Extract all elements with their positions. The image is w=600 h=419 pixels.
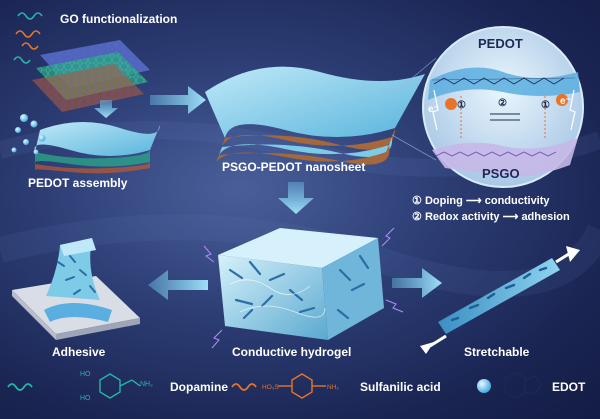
svg-text:HO: HO [80, 371, 91, 378]
mechanism-line-1: ① Doping ⟶ conductivity [412, 194, 550, 207]
line1-marker: ① [412, 195, 422, 207]
line2-adhesion: adhesion [521, 211, 570, 223]
edot-beads [11, 114, 46, 155]
arrow-down-assembly [94, 100, 118, 118]
legend-sulfanilic-structure-icon: HO₃S NH₂ [262, 373, 339, 399]
legend-dopamine-structure-icon: HO HO NH₂ [80, 371, 153, 402]
svg-text:HO₃S: HO₃S [262, 384, 279, 391]
line1-conductivity: conductivity [484, 195, 550, 207]
mechanism-line-2: ② Redox activity ⟶ adhesion [412, 210, 570, 223]
label-stretchable: Stretchable [464, 345, 530, 359]
label-pedot: PEDOT [478, 36, 523, 51]
svg-text:NH₂: NH₂ [327, 384, 339, 391]
electron-right: e⁻ [560, 96, 571, 107]
label-conductive-hydrogel: Conductive hydrogel [232, 345, 352, 359]
go-stack-illustration [13, 12, 150, 112]
svg-text:NH₂: NH₂ [140, 381, 153, 388]
arrow-to-adhesive [148, 270, 208, 300]
marker-step2: ② [498, 98, 507, 109]
stretch-arrow-up-icon [566, 246, 580, 262]
label-go-functionalization: GO functionalization [60, 12, 178, 26]
line2-marker: ② [412, 211, 422, 223]
label-psgo: PSGO [482, 166, 520, 181]
legend-sulfanilic-chain-icon [231, 383, 257, 391]
legend-dopamine-chain-icon [7, 383, 33, 391]
mechanism-circle [422, 26, 584, 188]
legend-edot-structure-icon [504, 371, 542, 399]
electron-left: e⁻ [428, 104, 439, 115]
label-adhesive: Adhesive [52, 345, 106, 359]
legend-edot-label: EDOT [552, 380, 586, 394]
label-pedot-assembly: PEDOT assembly [28, 176, 128, 190]
arrow-to-nanosheet [150, 86, 206, 114]
line2-redox: Redox activity [424, 211, 500, 223]
legend-dopamine-label: Dopamine [170, 380, 229, 394]
line1-arrow-icon: ⟶ [465, 195, 482, 207]
label-nanosheet: PSGO-PEDOT nanosheet [222, 160, 366, 174]
legend-sulfanilic-label: Sulfanilic acid [360, 380, 441, 394]
marker-step1-right: ① [541, 100, 550, 111]
stretchable-illustration [420, 246, 580, 354]
arrow-to-stretchable [392, 268, 442, 298]
line2-arrow-icon: ⟶ [502, 211, 519, 223]
legend-edot-bead-icon [477, 379, 491, 393]
adhesive-illustration [12, 238, 140, 340]
hydrogel-illustration [203, 227, 404, 349]
pedot-assembly-illustration [34, 121, 160, 174]
arrow-to-hydrogel [278, 182, 314, 214]
line1-doping: Doping [424, 195, 463, 207]
svg-text:HO: HO [80, 395, 91, 402]
nanosheet-illustration [205, 66, 425, 165]
marker-step1-left: ① [457, 100, 466, 111]
